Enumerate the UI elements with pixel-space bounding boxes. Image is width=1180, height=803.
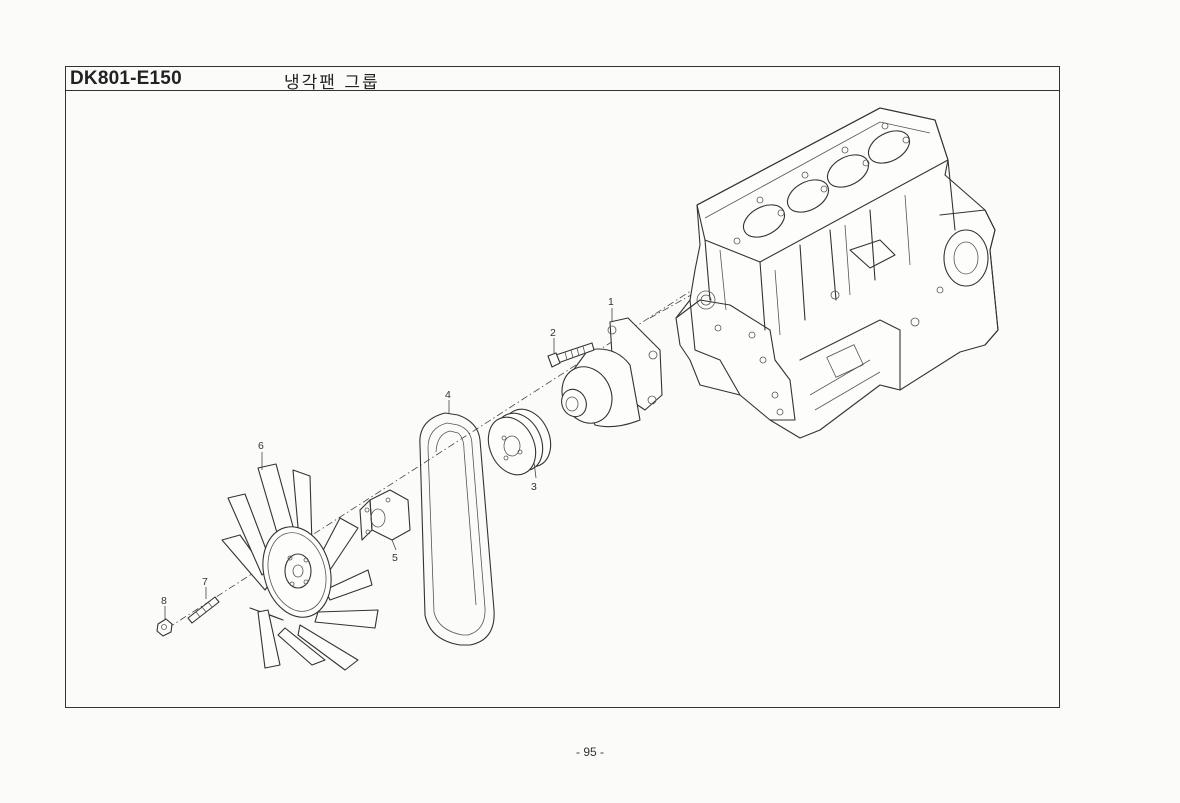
engine-block-drawing	[675, 107, 999, 439]
stud-bolt-drawing	[187, 596, 220, 624]
page-number: - 95 -	[575, 745, 604, 759]
callout-7: 7	[202, 576, 208, 588]
callout-8: 8	[161, 595, 167, 607]
pump-bolt-drawing	[547, 342, 595, 368]
leader-line-3	[533, 461, 537, 479]
callout-3: 3	[531, 481, 537, 493]
callout-2: 2	[550, 327, 556, 339]
cooling-fan-drawing	[221, 463, 379, 671]
callout-1: 1	[608, 296, 614, 308]
leader-line-5	[391, 539, 397, 551]
callout-4: 4	[445, 389, 451, 401]
pulley-drawing	[487, 408, 552, 476]
hex-nut-drawing	[156, 618, 173, 637]
callout-6: 6	[258, 440, 264, 452]
part-group-code: DK801-E150	[70, 68, 182, 89]
fan-spacer-drawing	[359, 489, 411, 541]
v-belt-drawing	[419, 412, 495, 646]
water-pump-drawing	[561, 317, 663, 428]
part-group-title: 냉각팬 그룹	[284, 73, 380, 93]
header-bar: DK801-E150 냉각팬 그룹	[66, 67, 1059, 93]
callout-5: 5	[392, 552, 398, 564]
diagram-frame: DK801-E150 냉각팬 그룹	[65, 66, 1060, 708]
